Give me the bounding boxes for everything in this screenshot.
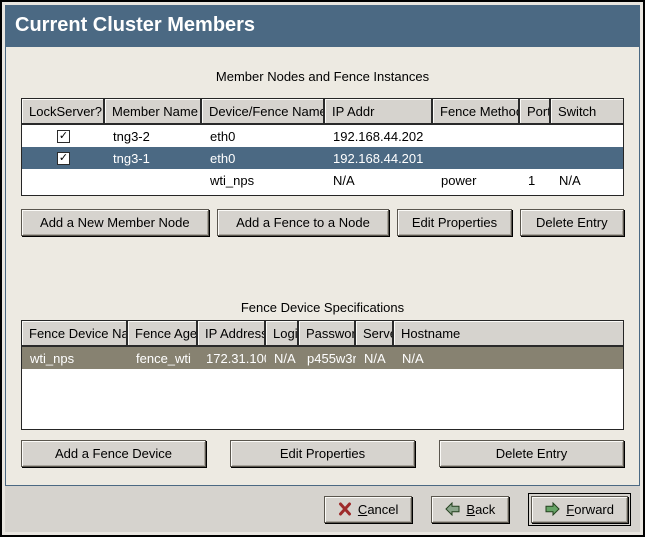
table-row-selected[interactable]: wti_nps fence_wti 172.31.100.1 N/A p455w… xyxy=(22,347,623,369)
cancel-x-icon xyxy=(338,502,352,516)
forward-button[interactable]: Forward xyxy=(531,495,628,523)
cell-fence-method xyxy=(433,147,520,169)
wizard-action-bar: Cancel Back Forward xyxy=(5,486,640,532)
cell-fence-method: power xyxy=(441,172,477,188)
column-header-password[interactable]: Password xyxy=(299,321,356,347)
column-header-switch[interactable]: Switch xyxy=(551,99,623,125)
table-row[interactable]: wti_nps N/A power 1 N/A xyxy=(22,169,623,191)
cell-fence-method xyxy=(433,125,520,147)
edit-properties-button[interactable]: Edit Properties xyxy=(397,209,512,236)
cell-login: N/A xyxy=(274,350,296,366)
cell-fence-agent: fence_wti xyxy=(136,350,191,366)
cell-member-name: tng3-2 xyxy=(113,128,150,144)
table-row[interactable]: ✓ tng3-2 eth0 192.168.44.202 xyxy=(22,125,623,147)
back-button[interactable]: Back xyxy=(431,495,510,523)
column-header-member-name[interactable]: Member Name xyxy=(105,99,202,125)
cell-switch: N/A xyxy=(559,172,581,188)
cell-port xyxy=(520,147,551,169)
column-header-login[interactable]: Login xyxy=(266,321,299,347)
back-label: Back xyxy=(466,501,496,517)
arrow-right-icon xyxy=(545,502,561,516)
column-header-fence-device-name[interactable]: Fence Device Name xyxy=(22,321,128,347)
delete-entry-button[interactable]: Delete Entry xyxy=(439,440,624,467)
edit-properties-button[interactable]: Edit Properties xyxy=(230,440,415,467)
page-title: Current Cluster Members xyxy=(6,6,639,47)
column-header-ip-addr[interactable]: IP Addr xyxy=(325,99,433,125)
cell-device: eth0 xyxy=(210,128,236,144)
column-header-port[interactable]: Port xyxy=(520,99,551,125)
lockserver-checkbox[interactable]: ✓ xyxy=(57,151,70,165)
add-member-node-button[interactable]: Add a New Member Node xyxy=(21,209,209,236)
cell-hostname: N/A xyxy=(402,350,424,366)
cell-port: 1 xyxy=(528,172,536,188)
delete-entry-button[interactable]: Delete Entry xyxy=(519,209,624,236)
column-header-ip-address[interactable]: IP Address xyxy=(198,321,266,347)
cell-member-name xyxy=(105,169,202,191)
cell-password: p455w3rd xyxy=(307,350,356,366)
column-header-device-fence-name[interactable]: Device/Fence Name xyxy=(202,99,325,125)
member-table-caption: Member Nodes and Fence Instances xyxy=(215,69,430,84)
member-table-header: LockServer? Member Name Device/Fence Nam… xyxy=(22,99,623,125)
column-header-fence-method[interactable]: Fence Method xyxy=(433,99,520,125)
cell-member-name: tng3-1 xyxy=(113,150,150,166)
add-fence-to-node-button[interactable]: Add a Fence to a Node xyxy=(216,209,390,236)
cell-ip: 192.168.44.202 xyxy=(333,128,424,144)
cell-server: N/A xyxy=(364,350,386,366)
fence-device-table: Fence Device Name Fence Agent IP Address… xyxy=(21,320,624,430)
member-button-row: Add a New Member Node Add a Fence to a N… xyxy=(21,209,624,236)
cell-fence-device-name: wti_nps xyxy=(30,350,75,366)
fence-button-row: Add a Fence Device Edit Properties Delet… xyxy=(21,440,624,467)
cell-switch xyxy=(551,125,623,147)
member-table: LockServer? Member Name Device/Fence Nam… xyxy=(21,98,624,196)
forward-label: Forward xyxy=(566,501,614,517)
page-content: Member Nodes and Fence Instances LockSer… xyxy=(6,47,639,485)
wizard-panel: Current Cluster Members Member Nodes and… xyxy=(5,5,640,486)
cancel-button[interactable]: Cancel xyxy=(323,495,413,523)
cell-ip: N/A xyxy=(333,172,355,188)
column-header-server[interactable]: Server xyxy=(356,321,394,347)
fence-table-caption: Fence Device Specifications xyxy=(240,300,405,315)
arrow-left-icon xyxy=(445,502,460,516)
cell-ip-address: 172.31.100.1 xyxy=(206,350,266,366)
cell-ip: 192.168.44.201 xyxy=(333,150,424,166)
table-row-selected[interactable]: ✓ tng3-1 eth0 192.168.44.201 xyxy=(22,147,623,169)
cell-device: wti_nps xyxy=(210,172,255,188)
column-header-lockserver[interactable]: LockServer? xyxy=(22,99,105,125)
cell-port xyxy=(520,125,551,147)
cell-device: eth0 xyxy=(210,150,236,166)
cancel-label: Cancel xyxy=(357,501,399,517)
cell-switch xyxy=(551,147,623,169)
fence-table-header: Fence Device Name Fence Agent IP Address… xyxy=(22,321,623,347)
column-header-hostname[interactable]: Hostname xyxy=(394,321,623,347)
column-header-fence-agent[interactable]: Fence Agent xyxy=(128,321,198,347)
add-fence-device-button[interactable]: Add a Fence Device xyxy=(21,440,206,467)
forward-default-ring: Forward xyxy=(528,492,631,526)
lockserver-checkbox[interactable]: ✓ xyxy=(57,129,70,143)
